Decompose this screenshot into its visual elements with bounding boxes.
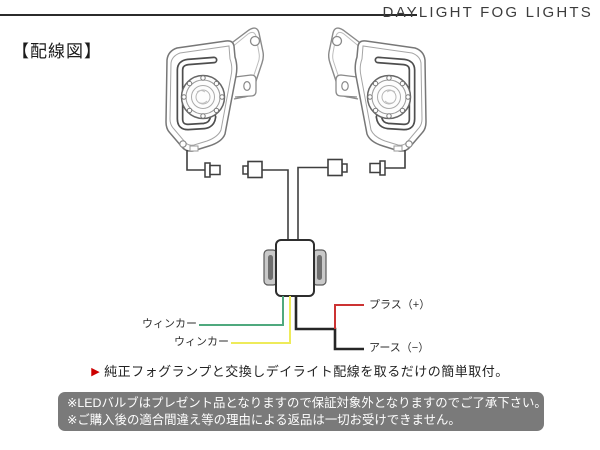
install-note: ▶純正フォグランプと交換しデイライト配線を取るだけの簡単取付。 [0,361,600,380]
warning-line-1: ※LEDバルブはプレゼント品となりますので保証対象外となりますのでご了承下さい。 [67,396,547,410]
red-triangle-icon: ▶ [91,366,101,378]
fog-lamp-right-illustration [329,28,426,151]
label-turn-signal-yellow: ウィンカー [174,336,229,348]
warning-line-2: ※ご購入後の適合間違え等の理由による返品は一切お受けできません。 [67,413,461,427]
right-lamp-wire-and-connector [297,150,406,241]
turn-signal-wire-yellow [231,296,291,344]
warning-box: ※LEDバルブはプレゼント品となりますので保証対象外となりますのでご了承下さい。… [58,392,547,431]
left-lamp-wire-and-connector [186,150,289,241]
label-plus-wire: プラス（+） [369,299,431,311]
turn-signal-wire-green [199,296,284,326]
power-wire-red [334,304,364,329]
section-title-wiring-diagram: 【配線図】 [12,42,102,61]
ground-wire-black [294,296,364,351]
install-note-text: 純正フォグランプと交換しデイライト配線を取るだけの簡単取付。 [104,364,509,379]
page-title: DAYLIGHT FOG LIGHTS [382,4,593,21]
header-rule [0,14,417,16]
control-unit-box [263,239,327,297]
label-turn-signal-green: ウィンカー [142,318,197,330]
fog-lamp-left-illustration [166,28,263,151]
label-earth-wire: アース（−） [369,342,430,354]
